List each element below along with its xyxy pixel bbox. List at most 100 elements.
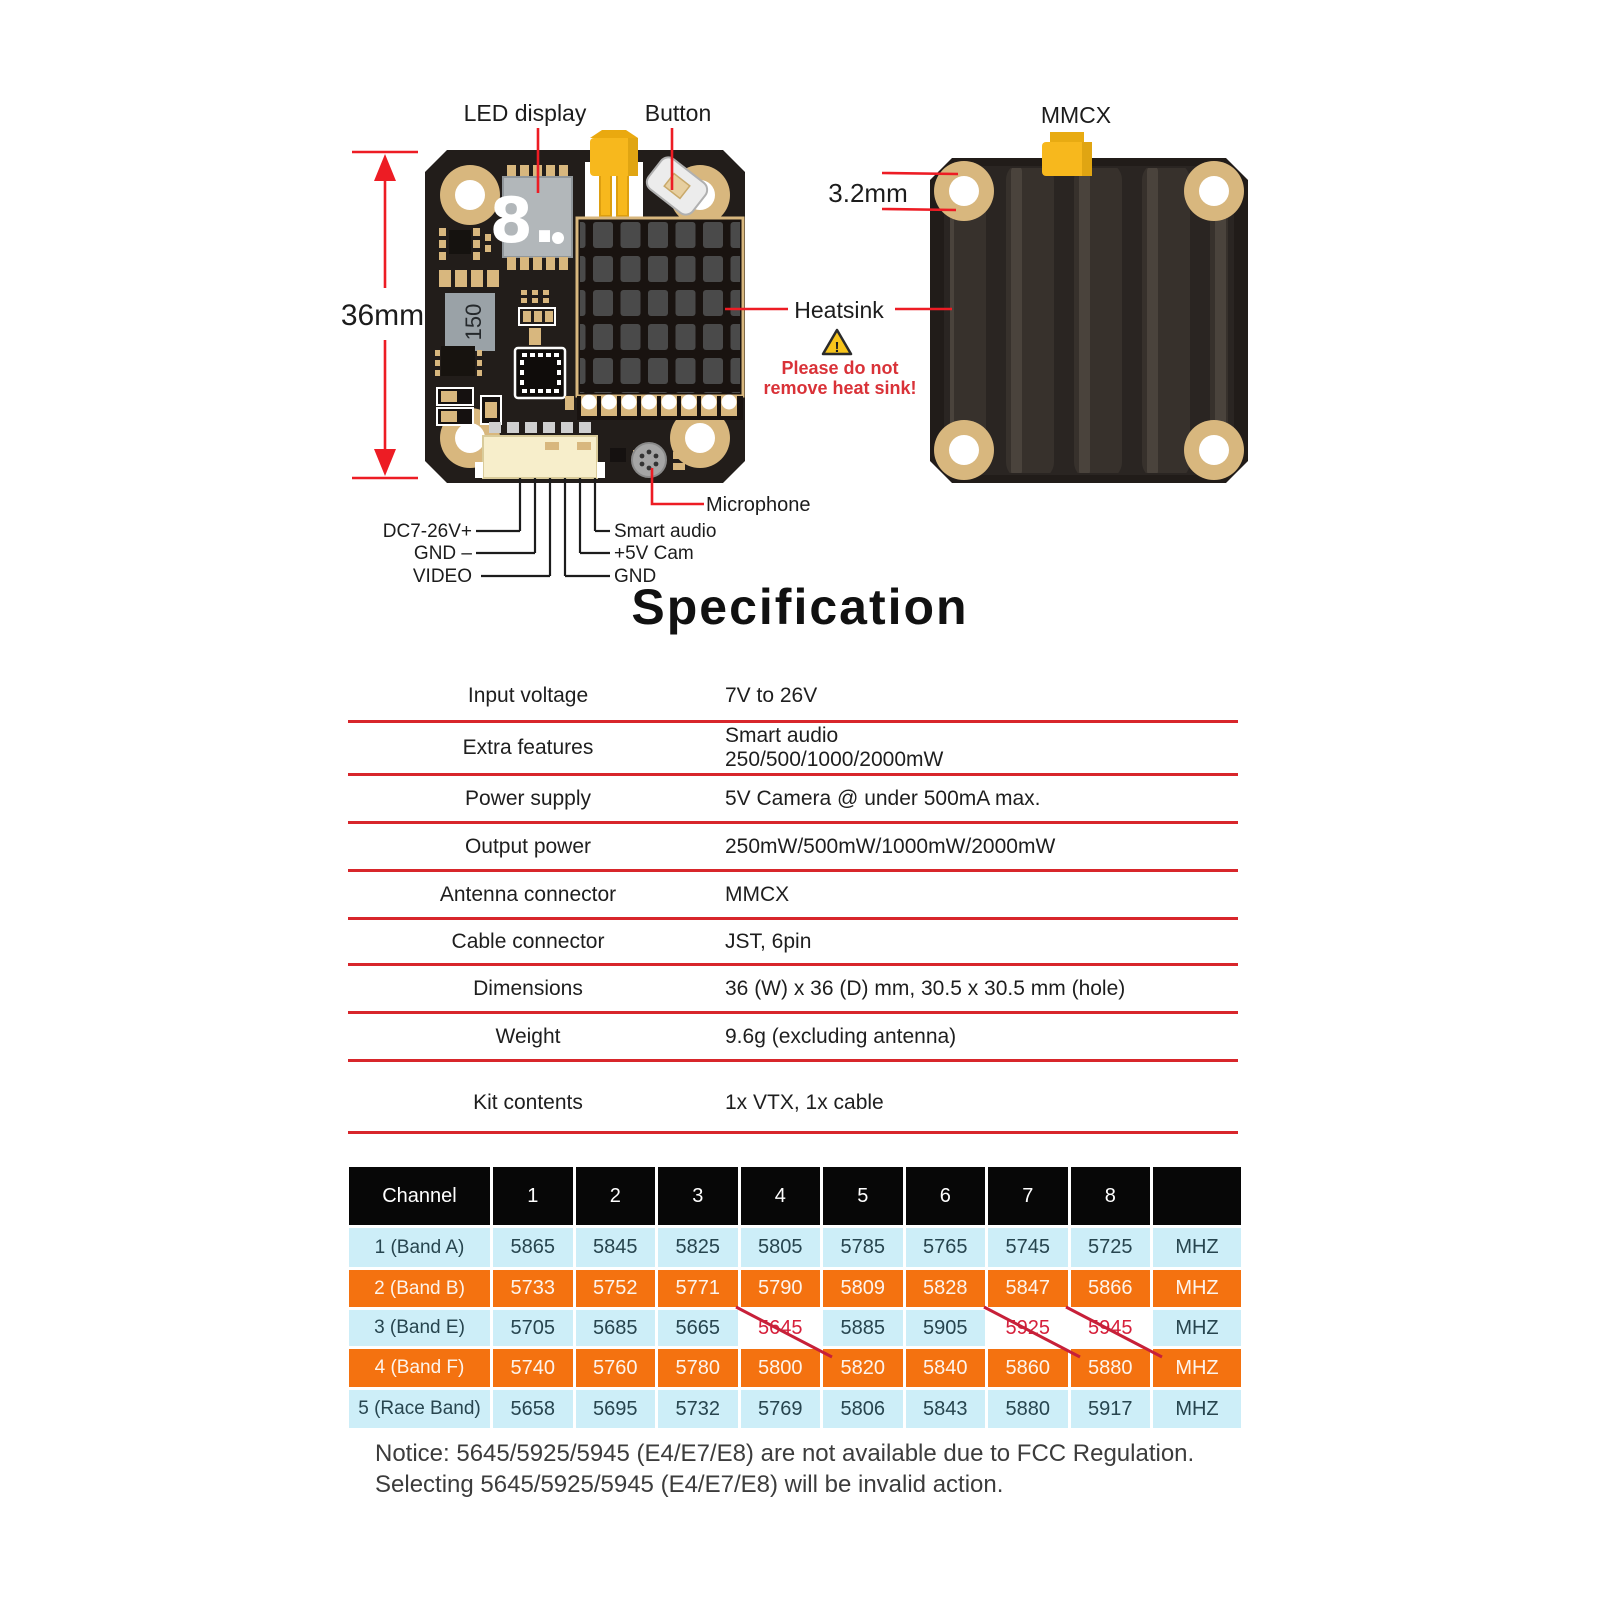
header-cell: 6: [905, 1167, 985, 1225]
header-cell: 2: [575, 1167, 655, 1225]
spec-label: Output power: [464, 834, 592, 858]
freq-cell: 5658: [493, 1390, 573, 1428]
heatsink-warning: Please do not remove heat sink!: [755, 358, 925, 398]
spec-label: Antenna connector: [439, 882, 617, 906]
pin-leader-lines: [476, 478, 610, 578]
freq-cell: 5828: [905, 1270, 985, 1307]
mmcx-connector-back: [1042, 132, 1092, 176]
freq-cell: 5866: [1070, 1270, 1150, 1307]
spec-value: Smart audio 250/500/1000/2000mW: [725, 724, 943, 772]
vtx-chip: [513, 346, 574, 410]
heatsink-label: Heatsink: [794, 297, 884, 323]
spec-value: 1x VTX, 1x cable: [725, 1091, 884, 1115]
spec-row: Extra features Smart audio 250/500/1000/…: [348, 723, 1238, 776]
freq-cell: 5843: [905, 1390, 985, 1428]
freq-cell: 5805: [740, 1228, 820, 1267]
spec-value: MMCX: [725, 882, 790, 906]
freq-cell: 5740: [493, 1349, 573, 1387]
header-cell: 4: [740, 1167, 820, 1225]
unit-cell: MHZ: [1153, 1270, 1241, 1307]
band-cell: 5 (Race Band): [349, 1390, 490, 1428]
spec-row: Kit contents 1x VTX, 1x cable: [348, 1062, 1238, 1134]
header-cell: 1: [493, 1167, 573, 1225]
spec-table: Input voltage 7V to 26V Extra features S…: [348, 672, 1238, 1134]
spec-value: JST, 6pin: [725, 929, 812, 953]
band-cell: 3 (Band E): [349, 1310, 490, 1346]
spec-value: 7V to 26V: [725, 684, 818, 707]
left-board: 8.: [425, 130, 745, 483]
header-cell: 5: [823, 1167, 903, 1225]
freq-cell: 5847: [988, 1270, 1068, 1307]
freq-cell: 5809: [823, 1270, 903, 1307]
warning-icon: !: [821, 328, 853, 356]
freq-cell-unavailable: 5645: [740, 1310, 820, 1346]
freq-cell: 5780: [658, 1349, 738, 1387]
pin-label-5v-cam: +5V Cam: [614, 543, 694, 564]
dim-3-2mm-label: 3.2mm: [828, 178, 908, 208]
freq-cell: 5733: [493, 1270, 573, 1307]
warning-mark: !: [835, 339, 840, 356]
freq-cell: 5820: [823, 1349, 903, 1387]
freq-cell: 5806: [823, 1390, 903, 1428]
freq-cell: 5771: [658, 1270, 738, 1307]
notice-line1: Notice: 5645/5925/5945 (E4/E7/E8) are no…: [375, 1440, 1195, 1467]
mounting-hole: [934, 420, 994, 480]
jst-connector: [475, 422, 605, 479]
warning-line1: Please do not: [781, 358, 899, 378]
band-cell: 4 (Band F): [349, 1349, 490, 1387]
freq-cell: 5860: [988, 1349, 1068, 1387]
freq-cell: 5785: [823, 1228, 903, 1267]
spec-label: Dimensions: [473, 976, 583, 1000]
freq-cell: 5705: [493, 1310, 573, 1346]
freq-cell: 5880: [988, 1390, 1068, 1428]
freq-cell: 5885: [823, 1310, 903, 1346]
smd-components: [435, 228, 556, 426]
unit-cell: MHZ: [1153, 1390, 1241, 1428]
inductor: 150: [445, 293, 495, 351]
mmcx-connector: [585, 130, 643, 218]
spec-value-line2: 250/500/1000/2000mW: [725, 748, 944, 771]
spec-label: Input voltage: [467, 684, 589, 707]
pin-label-gnd-right: GND: [614, 566, 657, 587]
freq-cell: 5685: [575, 1310, 655, 1346]
device-diagram: 8.: [352, 128, 1248, 578]
freq-cell: 5790: [740, 1270, 820, 1307]
dim-36mm-label: 36mm: [340, 299, 425, 332]
spec-row: Weight 9.6g (excluding antenna): [348, 1014, 1238, 1062]
freq-cell: 5845: [575, 1228, 655, 1267]
dimension-arrowheads: [374, 154, 396, 476]
page-title: Specification: [631, 579, 969, 635]
pin-label-smart-audio: Smart audio: [614, 521, 717, 542]
spec-row: Dimensions 36 (W) x 36 (D) mm, 30.5 x 30…: [348, 966, 1238, 1014]
freq-cell: 5917: [1070, 1390, 1150, 1428]
header-cell: 3: [658, 1167, 738, 1225]
notice-line2: Selecting 5645/5925/5945 (E4/E7/E8) will…: [375, 1471, 1004, 1498]
freq-cell: 5840: [905, 1349, 985, 1387]
band-cell: 2 (Band B): [349, 1270, 490, 1307]
freq-cell: 5825: [658, 1228, 738, 1267]
header-cell: Channel: [349, 1167, 490, 1225]
led-display: 8.: [490, 165, 573, 270]
fcc-notice: Notice: 5645/5925/5945 (E4/E7/E8) are no…: [375, 1438, 1194, 1500]
mounting-hole: [934, 161, 994, 221]
freq-cell: 5800: [740, 1349, 820, 1387]
channel-table: Channel 1 2 3 4 5 6 7 8 1 (Band A) 5865 …: [349, 1167, 1241, 1428]
button-label: Button: [644, 100, 712, 126]
heatsink-fins: [575, 216, 745, 420]
spec-row: Input voltage 7V to 26V: [348, 672, 1238, 723]
freq-cell: 5905: [905, 1310, 985, 1346]
push-button: [645, 156, 709, 216]
pin-label-power: DC7-26V+: [382, 521, 472, 542]
freq-cell: 5765: [905, 1228, 985, 1267]
spec-label: Weight: [495, 1024, 561, 1048]
freq-cell: 5760: [575, 1349, 655, 1387]
freq-cell: 5752: [575, 1270, 655, 1307]
spec-label: Extra features: [462, 736, 594, 759]
freq-cell-unavailable: 5925: [988, 1310, 1068, 1346]
mmcx-label: MMCX: [1040, 102, 1112, 128]
pin-label-gnd-left: GND –: [413, 543, 472, 564]
microphone: [545, 442, 702, 478]
freq-cell: 5725: [1070, 1228, 1150, 1267]
freq-cell: 5769: [740, 1390, 820, 1428]
spec-value: 250mW/500mW/1000mW/2000mW: [725, 834, 1056, 858]
